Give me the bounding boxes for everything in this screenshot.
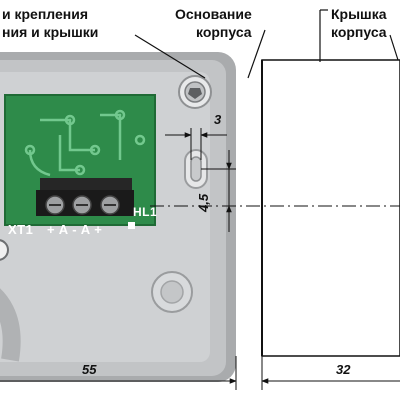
dim-value-width-cover: 32 [336, 362, 351, 377]
pcb-board [4, 94, 156, 229]
label-mount-line2: ния и крышки [2, 24, 99, 40]
label-cover-line1: Крышка [331, 6, 387, 22]
sensor-element [0, 239, 21, 362]
pcb-traces [24, 109, 146, 177]
led-hl1 [128, 222, 135, 229]
label-mount-line1: и крепления [2, 6, 89, 22]
dim-value-width-base: 55 [82, 362, 97, 377]
leader-lines [134, 9, 399, 79]
label-xt1: XT1 [8, 222, 34, 237]
label-base-line2: корпуса [196, 24, 252, 40]
leader-base [247, 29, 266, 79]
label-cover-line2: корпуса [331, 24, 387, 40]
label-hl1: HL1 [133, 205, 158, 219]
terminal-block-xt1 [36, 178, 134, 216]
dim-value-hole-width: 3 [214, 112, 222, 127]
mounting-boss-bottom [151, 271, 193, 313]
label-base-line1: Основание [175, 6, 252, 22]
housing-cover [261, 59, 400, 357]
label-terminals: + A - A + [47, 222, 103, 237]
dim-hole [165, 128, 236, 232]
leader-mount [134, 34, 206, 79]
dim-overall [0, 356, 400, 390]
mounting-hole-top [178, 75, 212, 109]
dim-value-hole-offset: 4,5 [196, 193, 211, 212]
